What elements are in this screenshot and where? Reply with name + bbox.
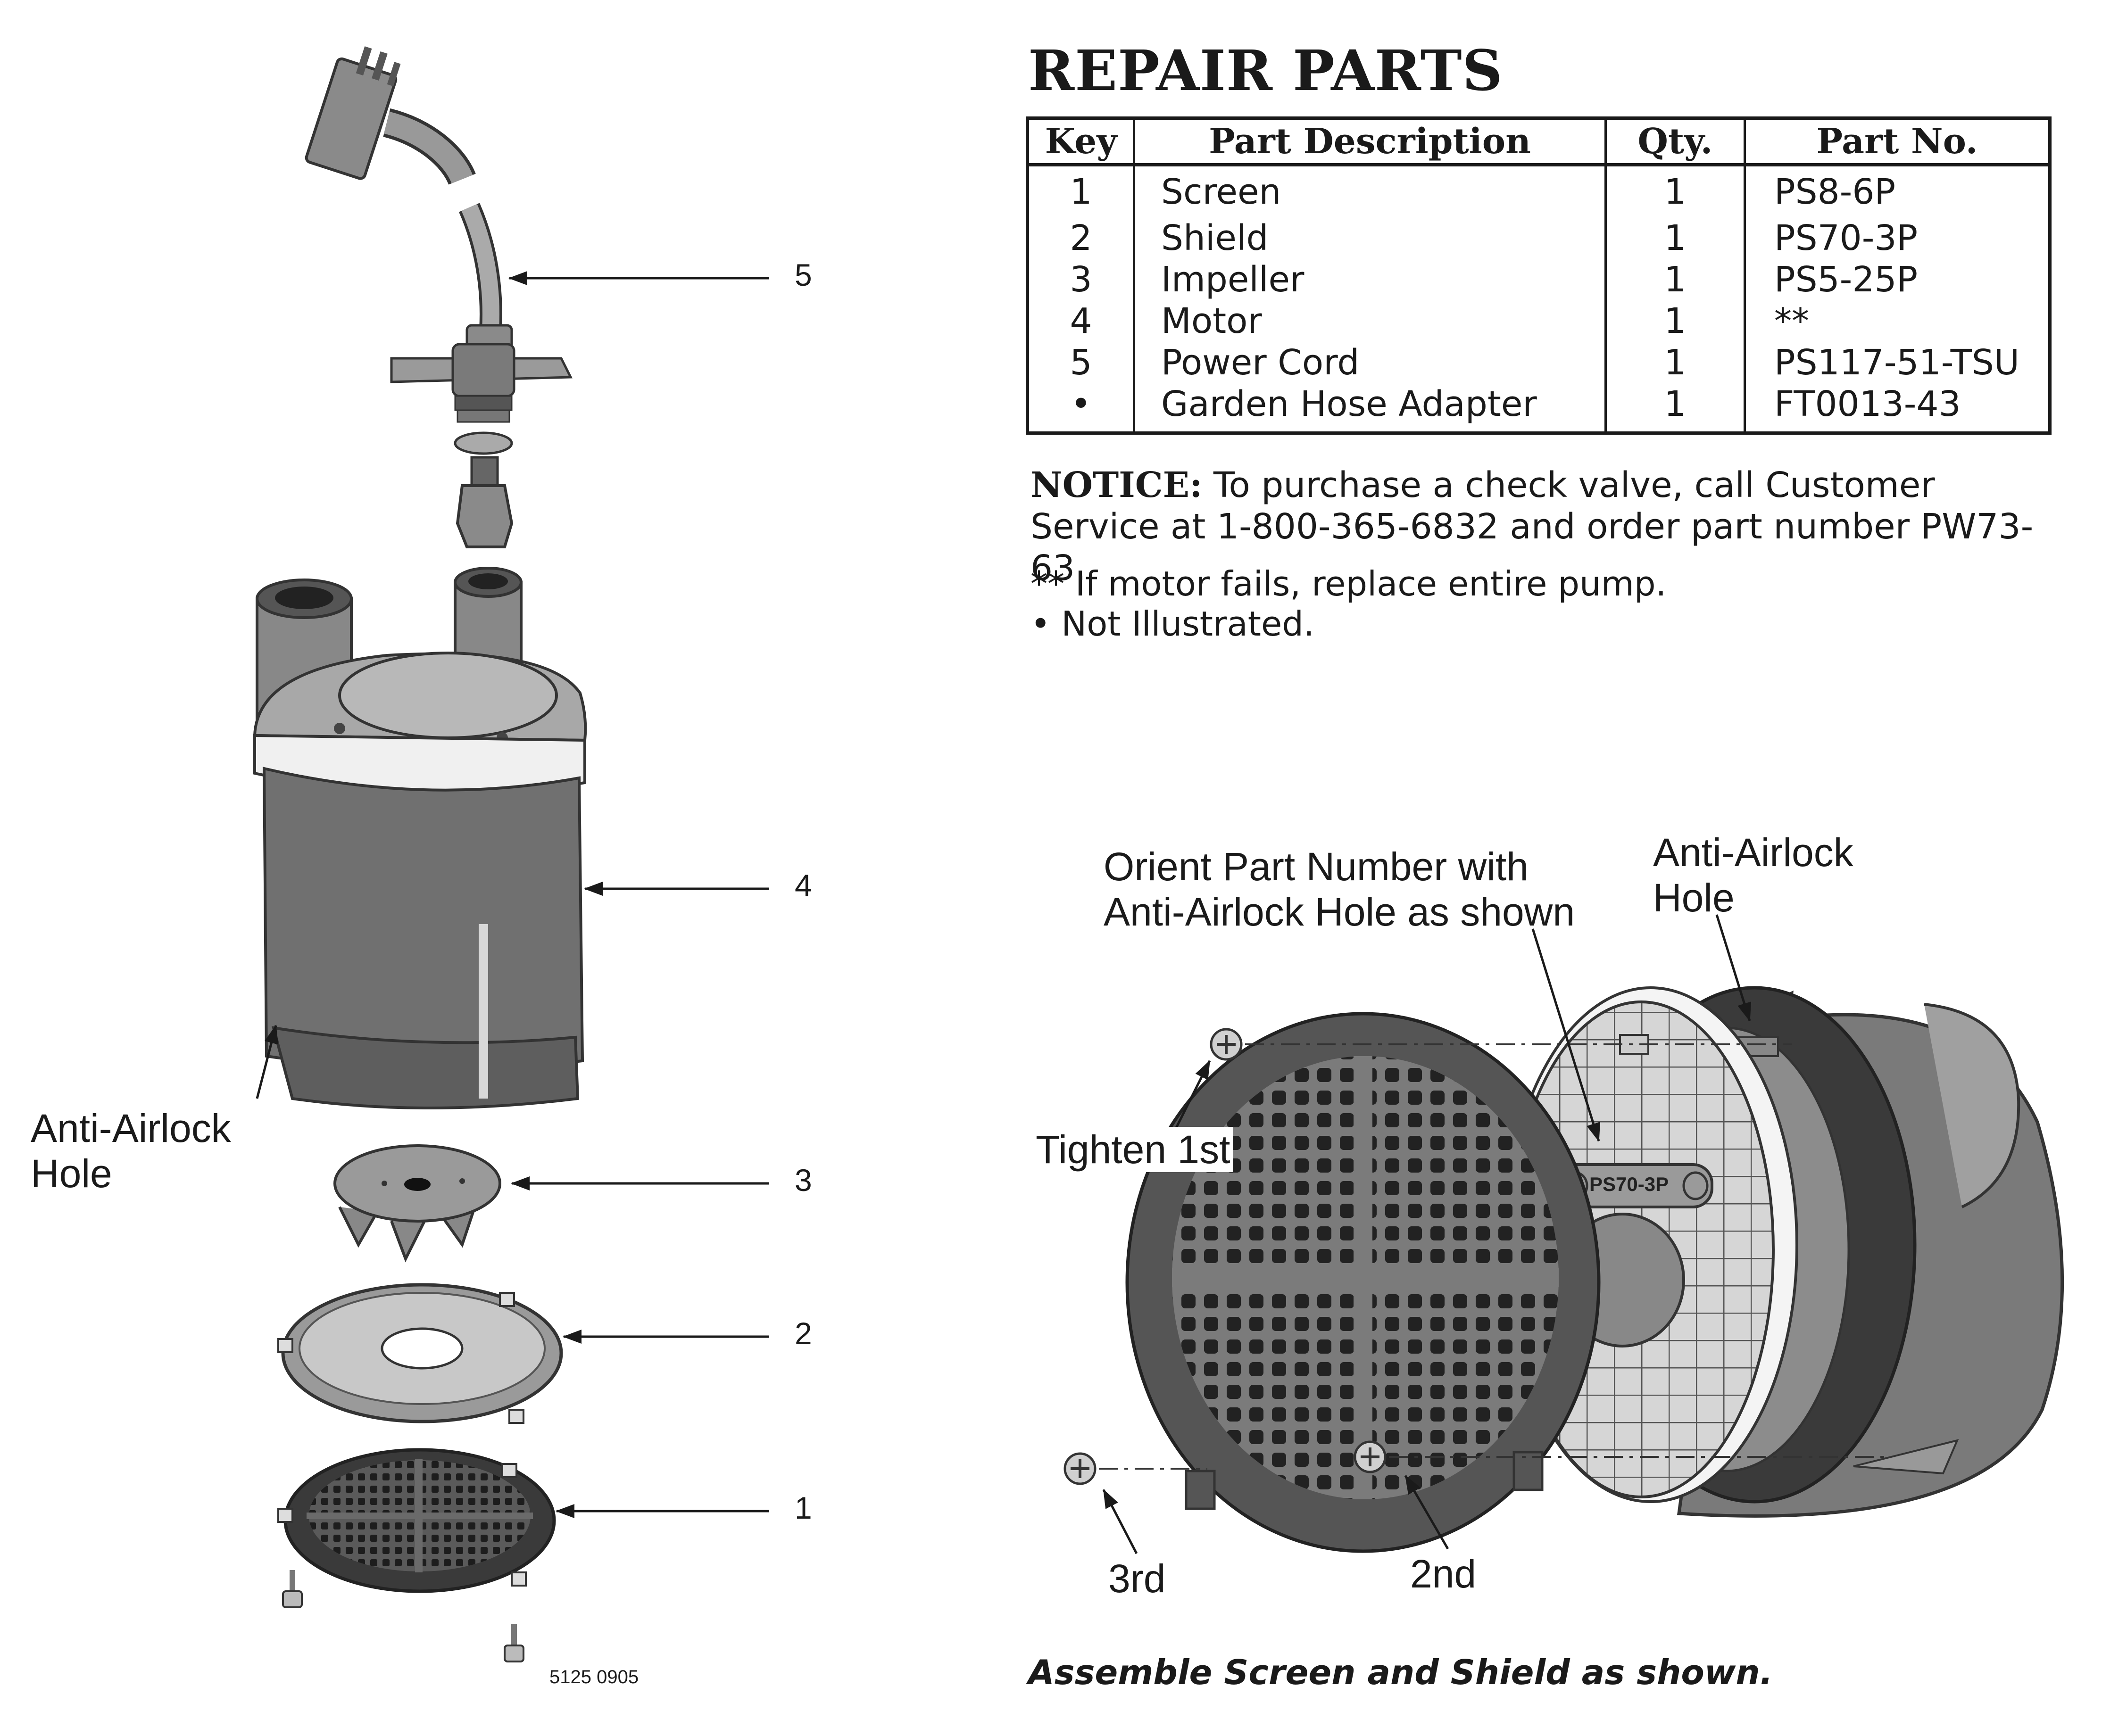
footnote-not-illustrated: • Not Illustrated. [1030,604,1314,644]
cell-key: 4 [1027,300,1135,342]
motor-part [253,567,587,1109]
cell-description: Impeller [1134,259,1607,300]
assembly-caption: Assemble Screen and Shield as shown. [1028,1653,1773,1692]
shield-part-number-label: PS70-3P [1589,1173,1669,1195]
cell-part-no: PS70-3P [1774,218,1918,258]
notice-label: NOTICE: [1030,465,1203,505]
cell-description: Garden Hose Adapter [1134,383,1607,433]
table-row: 4 Motor 1 ** [1027,300,2050,342]
cell-qty: 1 [1605,165,1746,213]
footnote-motor: ** If motor fails, replace entire pump. [1030,564,1667,603]
cell-key: 1 [1027,165,1135,213]
cell-key: • [1027,383,1135,433]
cell-part-no: PS117-51-TSU [1774,342,2019,383]
assembly-view-diagram [1063,914,2064,1554]
cell-qty: 1 [1605,213,1746,259]
table-row: 3 Impeller 1 PS5-25P [1027,259,2050,300]
header-part-no: Part No. [1745,118,2050,166]
table-row: • Garden Hose Adapter 1 FT0013-43 [1027,383,2050,433]
cell-part-no: PS5-25P [1774,259,1918,300]
cell-qty: 1 [1605,383,1746,433]
cell-description: Shield [1134,213,1607,259]
assembly-anti-airlock-label: Anti-Airlock Hole [1653,830,1853,920]
cell-part-no: FT0013-43 [1774,384,1961,424]
screw-icon [282,1570,524,1662]
third-label: 3rd [1108,1556,1166,1601]
screw-icon [1063,1028,1387,1485]
cell-description: Motor [1134,300,1607,342]
power-cord-part [305,46,573,548]
table-header-row: Key Part Description Qty. Part No. [1027,118,2050,166]
header-key: Key [1027,118,1135,166]
second-label: 2nd [1410,1552,1477,1596]
cell-qty: 1 [1605,259,1746,300]
screen-part [277,1448,556,1593]
callout-5: 5 [795,257,812,292]
cell-qty: 1 [1605,342,1746,383]
notice-text: NOTICE: To purchase a check valve, call … [1030,464,2068,589]
cell-part-no: ** [1774,301,1809,341]
callout-2: 2 [795,1316,812,1351]
callout-4: 4 [795,868,812,903]
callout-3: 3 [795,1163,812,1198]
header-description: Part Description [1134,118,1607,166]
tighten-first-label: Tighten 1st [1033,1127,1233,1172]
cell-key: 5 [1027,342,1135,383]
header-qty: Qty. [1605,118,1746,166]
callout-1: 1 [795,1490,812,1525]
cell-part-no: PS8-6P [1774,172,1896,212]
callout-arrows [256,271,769,1518]
table-row: 1 Screen 1 PS8-6P [1027,165,2050,213]
cell-description: Screen [1134,165,1607,213]
anti-airlock-label: Anti-Airlock Hole [31,1106,231,1196]
orient-part-number-label: Orient Part Number with Anti-Airlock Hol… [1104,844,1575,934]
notice-body: To purchase a check valve, call Customer… [1030,465,2034,588]
cell-key: 2 [1027,213,1135,259]
shield-part [277,1283,563,1424]
page-title: REPAIR PARTS [1028,38,1503,103]
drawing-code: 5125 0905 [549,1667,639,1687]
cell-key: 3 [1027,259,1135,300]
cell-qty: 1 [1605,300,1746,342]
table-row: 2 Shield 1 PS70-3P [1027,213,2050,259]
cell-description: Power Cord [1134,342,1607,383]
repair-parts-table: Key Part Description Qty. Part No. 1 Scr… [1026,116,2052,435]
impeller-part [333,1144,501,1263]
table-row: 5 Power Cord 1 PS117-51-TSU [1027,342,2050,383]
